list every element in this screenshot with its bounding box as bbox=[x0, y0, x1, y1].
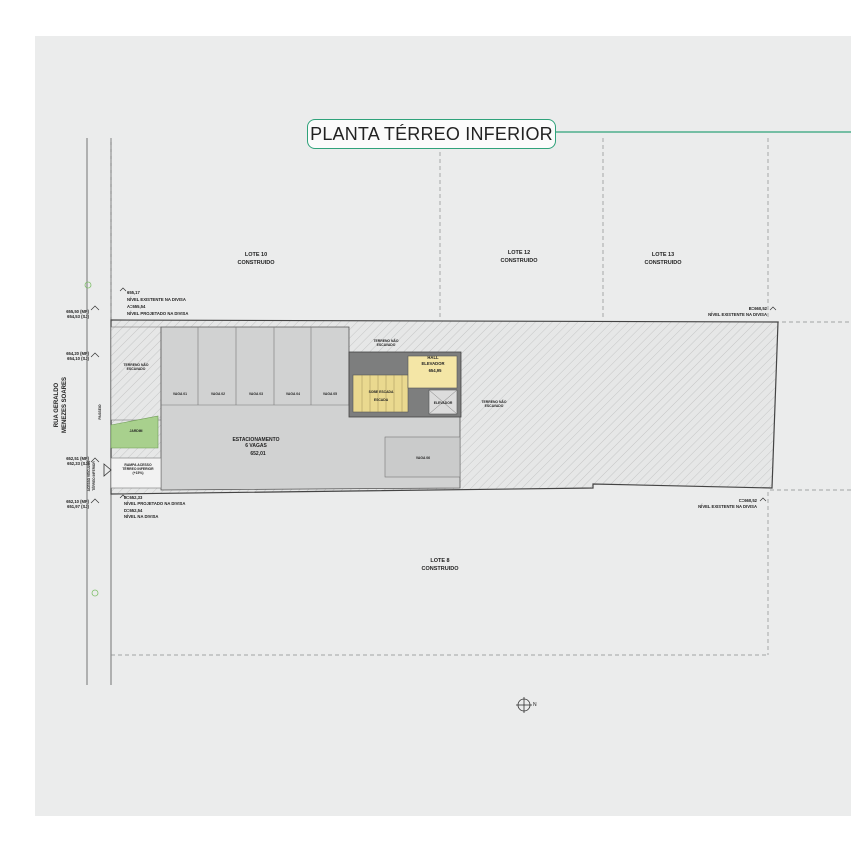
tree-icon bbox=[84, 281, 92, 289]
top-note-value: 655,17 bbox=[127, 290, 140, 295]
rampa-label-2: TÉRREO INFERIOR bbox=[122, 466, 154, 471]
elevador-label: ELEVADOR bbox=[434, 401, 453, 405]
parking-stall-dividers bbox=[161, 327, 349, 406]
elevator-cross-b bbox=[428, 389, 458, 415]
level-left-3a: 652,51 (MF) bbox=[66, 456, 89, 461]
vaga-02-label: VAGA 02 bbox=[211, 392, 225, 396]
vaga-06-stall bbox=[384, 436, 461, 478]
sidewalk-label: PASSEIO bbox=[98, 404, 102, 420]
garden bbox=[110, 415, 159, 449]
stair-treads bbox=[361, 375, 403, 412]
bottom-note-2: NÍVEL PROJETADO NA DIVISA bbox=[124, 501, 185, 506]
level-left-2b: 654,10 (SJ) bbox=[67, 356, 89, 361]
access-label-2: TÉRREO INFERIOR bbox=[91, 461, 96, 491]
bottom-note-1: D=652,33 bbox=[124, 495, 143, 500]
top-note-3: NÍVEL PROJETADO NA DIVISA bbox=[127, 311, 188, 316]
left-unexcavated-strip bbox=[110, 326, 162, 421]
lot-12-name: LOTE 12 bbox=[508, 250, 530, 256]
access-label-1: ACESSO VEÍCULOS bbox=[86, 461, 91, 492]
bottom-note-4: NÍVEL NA DIVISA bbox=[124, 514, 158, 519]
estacionamento-level: 652,01 bbox=[250, 451, 266, 457]
vaga-03-label: VAGA 03 bbox=[249, 392, 263, 396]
bottom-note-3: D=652,54 bbox=[124, 508, 143, 513]
north-arrow-icon bbox=[516, 697, 532, 713]
hall-level: 654,95 bbox=[429, 368, 442, 373]
north-label: N bbox=[533, 702, 537, 708]
lot-10-name: LOTE 10 bbox=[245, 252, 267, 258]
neighbour-boundaries bbox=[110, 138, 851, 656]
rampa-label-1: RAMPA ACESSO bbox=[124, 463, 152, 467]
escada-label: ESCADA bbox=[374, 398, 389, 402]
vaga-06-label: VAGA 06 bbox=[416, 456, 430, 460]
lot-12-status: CONSTRUIDO bbox=[501, 258, 539, 264]
right-top-note-1: B=660,52 bbox=[749, 306, 768, 311]
top-note-2: A=655,54 bbox=[127, 304, 146, 309]
terreno-top-1: TERRENO NÃO bbox=[373, 338, 398, 343]
tree-icon bbox=[91, 589, 99, 597]
level-left-4b: 651,97 (SJ) bbox=[67, 504, 89, 509]
jardim-label: JARDIM bbox=[130, 429, 143, 433]
lot-10-status: CONSTRUIDO bbox=[238, 260, 276, 266]
level-left-1a: 655,50 (MF) bbox=[66, 309, 89, 314]
page-title: PLANTA TÉRREO INFERIOR bbox=[307, 119, 556, 149]
vaga-01-label: VAGA 01 bbox=[173, 392, 187, 396]
estacionamento-label-2: 6 VAGAS bbox=[245, 443, 267, 449]
lot-8-status: CONSTRUIDO bbox=[422, 566, 460, 572]
level-left-2a: 654,20 (MF) bbox=[66, 351, 89, 356]
right-top-note-2: NÍVEL EXISTENTE NA DIVISA bbox=[708, 312, 767, 317]
lot-8-name: LOTE 8 bbox=[430, 558, 449, 564]
hall-label-2: ELEVADOR bbox=[422, 361, 445, 366]
top-note-1: NÍVEL EXISTENTE NA DIVISA bbox=[127, 297, 186, 302]
rampa-label-3: (+15%) bbox=[132, 471, 143, 475]
vaga-05-label: VAGA 05 bbox=[323, 392, 337, 396]
terreno-top-2: ESCAVADO bbox=[377, 343, 396, 347]
lot-13-status: CONSTRUIDO bbox=[645, 260, 683, 266]
terreno-left-1: TERRENO NÃO bbox=[123, 362, 148, 367]
level-left-4a: 652,10 (MF) bbox=[66, 499, 89, 504]
lot-13-name: LOTE 13 bbox=[652, 252, 674, 258]
estacionamento-label-1: ESTACIONAMENTO bbox=[232, 437, 279, 443]
elevator-hall bbox=[407, 355, 458, 389]
level-marker-icons bbox=[90, 287, 777, 504]
terreno-right-2: ESCAVADO bbox=[485, 404, 504, 408]
street-name-line2: MENEZES SOARES bbox=[62, 377, 68, 433]
access-arrow-icon bbox=[103, 463, 112, 477]
hall-label-1: HALL bbox=[427, 355, 439, 360]
level-left-3b: 652,33 (SJ) bbox=[67, 461, 89, 466]
access-ramp bbox=[110, 457, 162, 489]
right-bottom-note-2: NÍVEL EXISTENTE NA DIVISA bbox=[698, 504, 757, 509]
vaga-04-label: VAGA 04 bbox=[286, 392, 300, 396]
street-name-line1: RUA GERALDO bbox=[54, 382, 60, 427]
stair-top-note: SOBE ESCADA bbox=[369, 390, 394, 394]
terreno-right-1: TERRENO NÃO bbox=[481, 399, 506, 404]
terreno-left-2: ESCAVADO bbox=[127, 367, 146, 371]
level-left-1b: 654,53 (SJ) bbox=[67, 314, 89, 319]
right-bottom-note-1: C=660,52 bbox=[739, 498, 758, 503]
